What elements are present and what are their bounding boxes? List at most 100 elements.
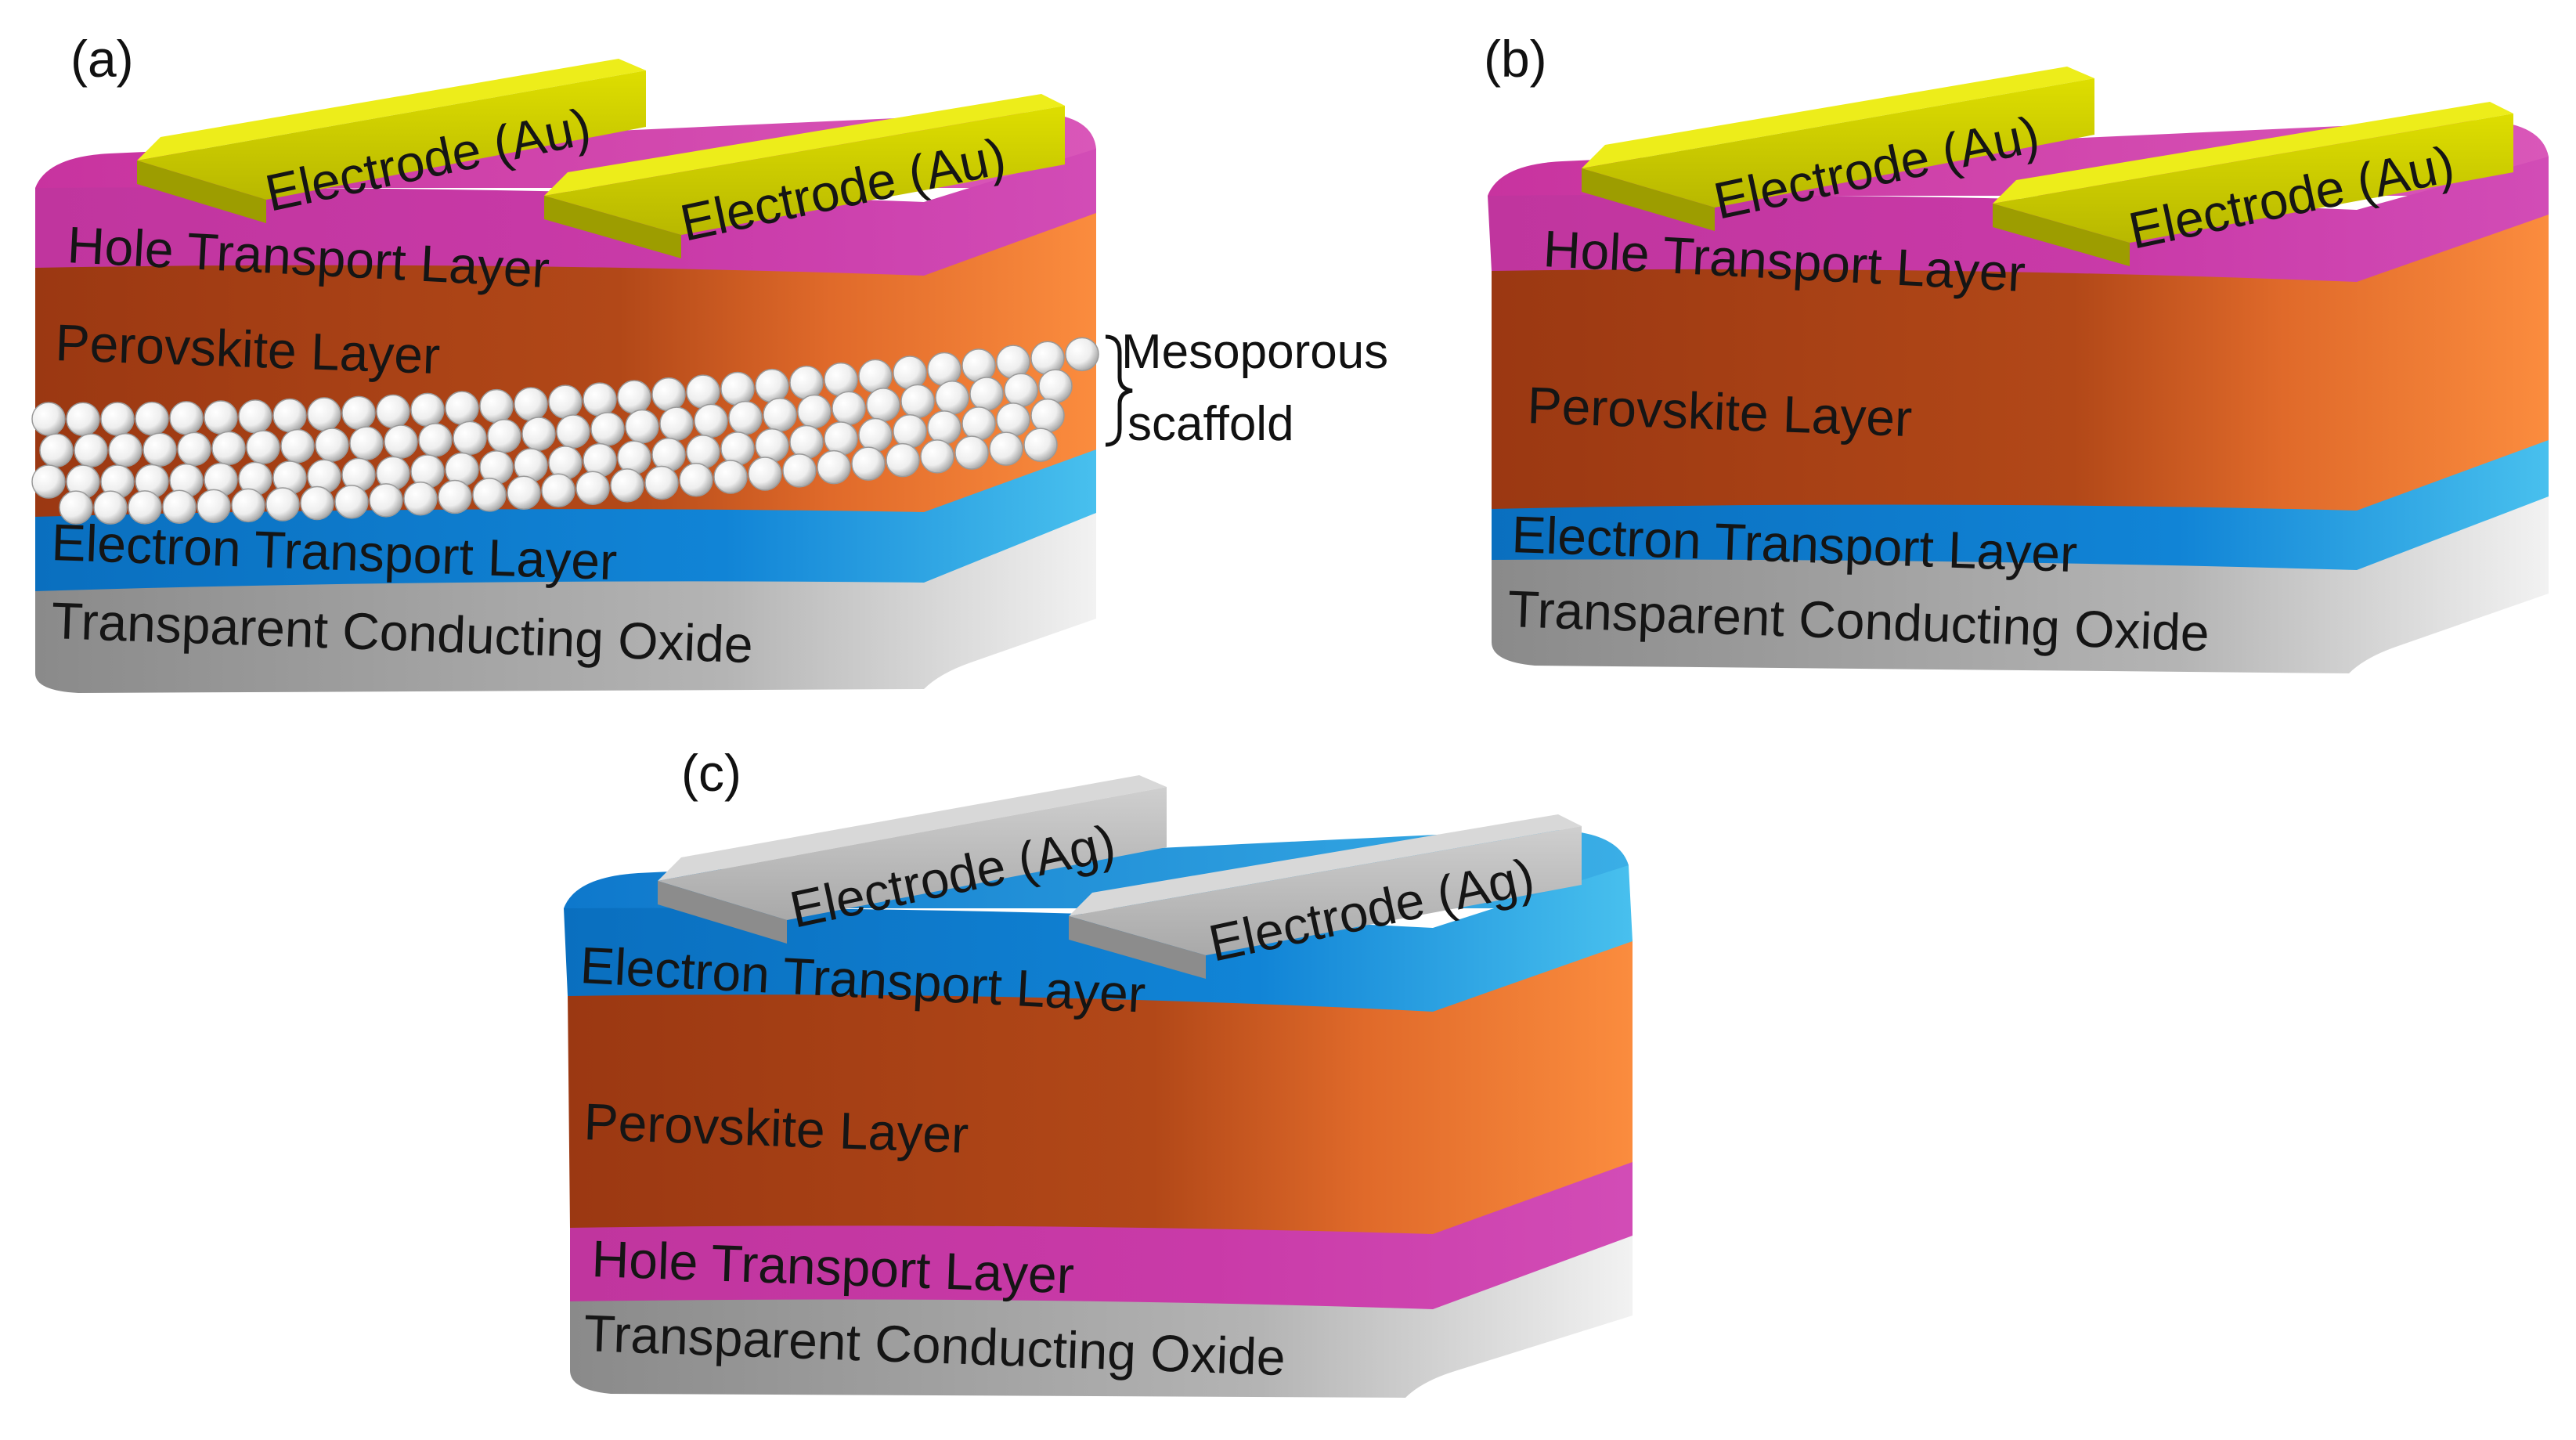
scaffold-bead: [824, 421, 858, 456]
scaffold-bead: [143, 432, 177, 467]
panel-c: (c) Electrode (Ag) Electrode (Ag) Electr…: [564, 744, 1633, 1398]
scaffold-bead: [961, 348, 996, 383]
scaffold-bead: [445, 391, 479, 425]
panel-b-label: (b): [1484, 30, 1547, 88]
panel-c-tco-layer: [570, 1233, 1633, 1398]
panel-a: (a) Electrode (Au) Electrode (Au) Hole T…: [31, 30, 1388, 693]
panel-a-label: (a): [70, 30, 134, 88]
scaffold-bead: [659, 406, 694, 441]
scaffold-bead: [548, 384, 583, 419]
scaffold-bead: [996, 402, 1030, 437]
scaffold-bead: [728, 400, 763, 435]
scaffold-bead: [935, 380, 969, 415]
scaffold-bead: [514, 387, 548, 421]
scaffold-bead: [479, 388, 514, 424]
panel-b: (b) Electrode (Au) Electrode (Au) Hole T…: [1484, 30, 2549, 673]
scaffold-bead: [169, 401, 204, 435]
scaffold-bead: [272, 398, 307, 433]
panel-a-electrode-2: [544, 94, 1065, 258]
scaffold-bead: [556, 414, 590, 449]
panel-b-electrode-1: [1582, 67, 2094, 231]
scaffold-bead: [1038, 369, 1073, 403]
scaffold-bead: [610, 468, 644, 503]
scaffold-bead: [961, 406, 996, 441]
scaffold-bead: [954, 435, 989, 470]
scaffold-bead: [755, 368, 789, 403]
panel-a-annotation-line2: scaffold: [1127, 397, 1294, 451]
scaffold-bead: [521, 417, 556, 451]
scaffold-bead: [858, 359, 893, 394]
scaffold-bead: [851, 446, 886, 481]
panel-a-mesoporous-scaffold: [31, 337, 1099, 525]
scaffold-bead: [280, 428, 315, 464]
scaffold-bead: [31, 402, 66, 436]
scaffold-bead: [438, 479, 472, 514]
scaffold-bead: [789, 365, 824, 400]
scaffold-bead: [644, 465, 679, 500]
scaffold-bead: [231, 488, 265, 523]
scaffold-bead: [900, 384, 935, 419]
scaffold-bead: [996, 345, 1030, 379]
scaffold-bead: [307, 397, 341, 431]
scaffold-bead: [74, 433, 108, 467]
scaffold-bead: [472, 478, 507, 512]
panel-c-perovskite-label: Perovskite Layer: [583, 1092, 970, 1164]
scaffold-bead: [763, 397, 797, 432]
scaffold-bead: [1065, 337, 1099, 372]
panel-a-scaffold-brace: [1105, 334, 1133, 447]
scaffold-bead: [1030, 398, 1065, 433]
scaffold-bead: [575, 471, 610, 505]
panel-c-electrode-1: [658, 775, 1167, 944]
scaffold-bead: [686, 374, 720, 409]
panel-c-electrode-2: [1069, 814, 1582, 979]
scaffold-bead: [108, 433, 143, 467]
scaffold-bead: [541, 473, 575, 508]
scaffold-bead: [617, 380, 651, 414]
scaffold-bead: [315, 428, 349, 462]
scaffold-bead: [782, 453, 817, 488]
panel-a-annotation-line1: Mesoporous: [1121, 325, 1388, 379]
panel-a-electrode-1: [137, 59, 646, 223]
scaffold-bead: [969, 377, 1004, 411]
scaffold-bead: [651, 377, 686, 412]
scaffold-bead: [583, 382, 617, 417]
scaffold-bead: [334, 485, 369, 519]
scaffold-bead: [651, 437, 686, 472]
scaffold-bead: [679, 463, 713, 497]
scaffold-bead: [31, 464, 66, 499]
scaffold-bead: [755, 428, 789, 463]
panel-a-perovskite-label: Perovskite Layer: [55, 313, 442, 384]
scaffold-bead: [789, 424, 824, 460]
scaffold-bead: [300, 485, 334, 521]
scaffold-bead: [410, 392, 445, 428]
panel-a-etl-layer: [35, 446, 1096, 591]
scaffold-bead: [927, 352, 961, 387]
scaffold-bead: [162, 489, 197, 524]
scaffold-bead: [265, 487, 300, 522]
scaffold-bead: [128, 490, 162, 525]
scaffold-bead: [453, 420, 487, 456]
scaffold-bead: [93, 490, 128, 525]
scaffold-bead: [893, 355, 927, 390]
scaffold-bead: [989, 431, 1023, 466]
scaffold-bead: [886, 442, 920, 478]
scaffold-bead: [66, 402, 100, 436]
scaffold-bead: [893, 413, 927, 449]
scaffold-bead: [817, 449, 851, 485]
scaffold-bead: [135, 401, 169, 436]
scaffold-bead: [204, 400, 238, 435]
panel-b-perovskite-label: Perovskite Layer: [1527, 376, 1914, 447]
scaffold-bead: [376, 394, 410, 429]
scaffold-bead: [866, 388, 900, 422]
scaffold-bead: [197, 489, 231, 524]
panel-b-tco-layer: [1492, 493, 2549, 673]
scaffold-bead: [418, 423, 453, 457]
scaffold-bead: [384, 424, 418, 459]
scaffold-bead: [341, 395, 376, 431]
scaffold-bead: [177, 431, 211, 467]
scaffold-bead: [349, 426, 384, 460]
scaffold-bead: [920, 439, 954, 474]
scaffold-bead: [39, 433, 74, 467]
scaffold-bead: [590, 412, 625, 446]
